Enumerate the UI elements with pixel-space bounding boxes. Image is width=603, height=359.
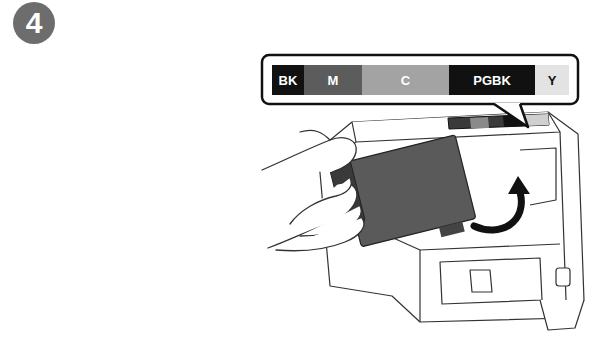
color-code: M — [328, 74, 339, 87]
insertion-arrow — [474, 176, 530, 230]
step-number: 4 — [13, 2, 55, 44]
color-code: Y — [548, 74, 557, 87]
color-label: M — [304, 65, 362, 95]
color-label: C — [362, 65, 449, 95]
hand — [262, 130, 364, 250]
carriage-label-strip — [448, 114, 549, 129]
callout-box — [262, 55, 578, 127]
color-label: Y — [535, 65, 569, 95]
step-number-text: 4 — [26, 8, 43, 38]
color-code: C — [401, 74, 410, 87]
color-code: BK — [279, 74, 298, 87]
color-label: BK — [272, 65, 304, 95]
color-code: PGBK — [473, 74, 511, 87]
color-label: PGBK — [449, 65, 535, 95]
